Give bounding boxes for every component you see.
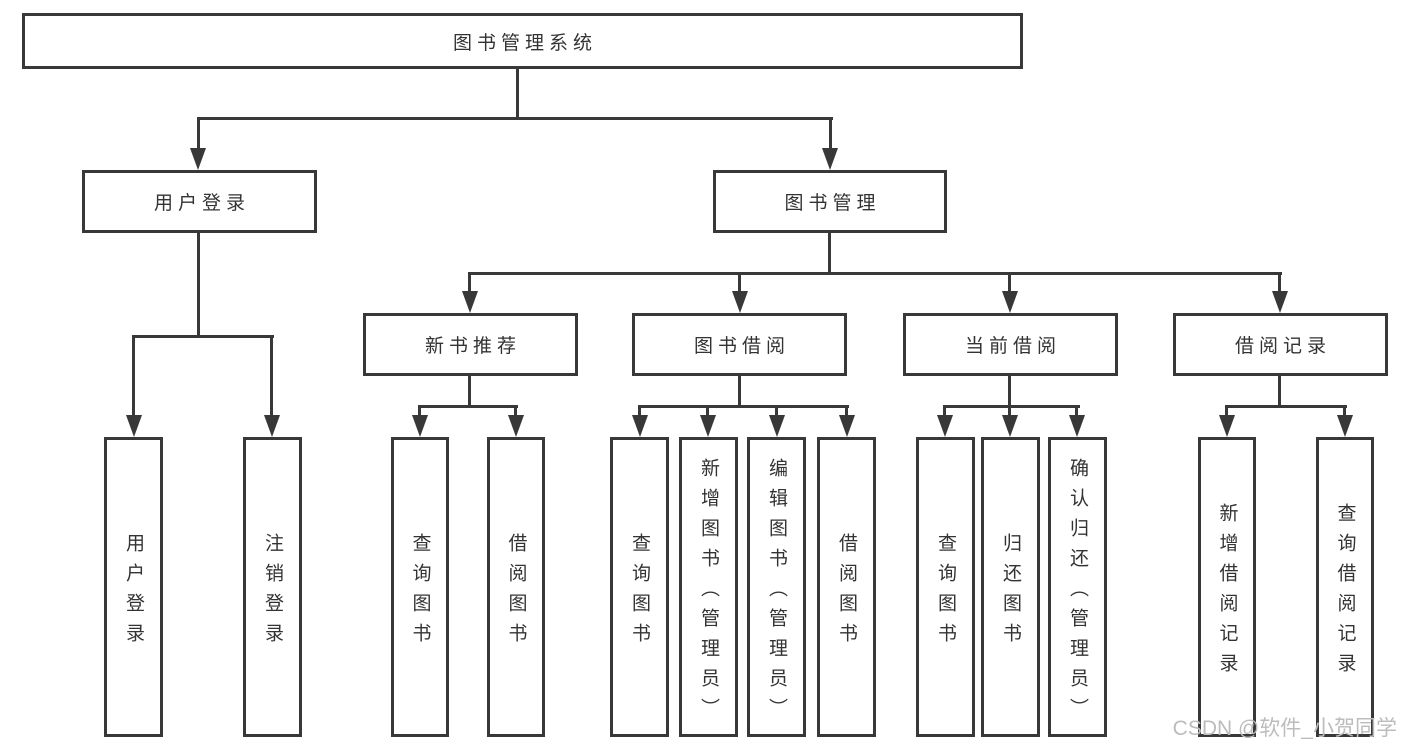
arrowhead-down xyxy=(462,291,478,313)
connector-user-login-rail xyxy=(133,335,274,338)
arrowhead-down xyxy=(937,415,953,437)
arrowhead-down xyxy=(264,415,280,437)
node-root-label: 图书管理系统 xyxy=(452,32,597,54)
connector-user-login-trunk xyxy=(197,233,200,338)
connector-borrow-record-stub-1 xyxy=(1225,405,1228,419)
arrowhead-down xyxy=(1272,291,1288,313)
connector-book-borrow-trunk xyxy=(738,376,741,408)
arrowhead-down xyxy=(1337,415,1353,437)
connector-book-borrow-rail xyxy=(638,405,849,408)
connector-book-mgmt-stub-3 xyxy=(1008,272,1011,294)
arrowhead-down xyxy=(1069,415,1085,437)
node-new-book-recommend: 新书推荐 xyxy=(363,313,578,376)
node-leaf-add-book-admin-label: 新增图书（管理员） xyxy=(698,457,719,728)
node-leaf-query-book-1: 查询图书 xyxy=(391,437,449,737)
connector-new-book-trunk xyxy=(468,376,471,408)
node-leaf-logout: 注销登录 xyxy=(243,437,302,737)
connector-book-borrow-stub-1 xyxy=(638,405,641,419)
node-leaf-edit-book-admin: 编辑图书（管理员） xyxy=(747,437,806,737)
node-leaf-confirm-return-admin-label: 确认归还（管理员） xyxy=(1067,457,1088,728)
node-leaf-confirm-return-admin: 确认归还（管理员） xyxy=(1048,437,1107,737)
node-leaf-query-book-2-label: 查询图书 xyxy=(629,532,650,653)
arrowhead-down xyxy=(839,415,855,437)
node-leaf-edit-book-admin-label: 编辑图书（管理员） xyxy=(766,457,787,728)
connector-book-mgmt-stub-1 xyxy=(468,272,471,294)
connector-user-login-stub-2 xyxy=(270,335,273,418)
connector-root-trunk xyxy=(516,69,519,120)
connector-book-mgmt-trunk xyxy=(828,233,831,275)
arrowhead-down xyxy=(1002,415,1018,437)
arrowhead-down xyxy=(1219,415,1235,437)
node-leaf-return-book-label: 归还图书 xyxy=(1000,532,1021,653)
node-leaf-query-borrow-record: 查询借阅记录 xyxy=(1316,437,1374,737)
node-leaf-query-book-3-label: 查询图书 xyxy=(935,532,956,653)
node-user-login-label: 用户登录 xyxy=(153,193,250,214)
node-leaf-add-borrow-record-label: 新增借阅记录 xyxy=(1216,502,1238,683)
connector-new-book-rail xyxy=(419,405,518,408)
csdn-watermark: CSDN @软件_小贺同学 xyxy=(1172,717,1397,740)
connector-book-borrow-stub-2 xyxy=(706,405,709,419)
connector-new-book-stub-2 xyxy=(514,405,517,419)
node-book-management: 图书管理 xyxy=(713,170,947,233)
arrowhead-down xyxy=(508,415,524,437)
node-leaf-query-book-1-label: 查询图书 xyxy=(409,532,431,653)
connector-current-borrow-stub-3 xyxy=(1075,405,1078,419)
connector-book-borrow-stub-3 xyxy=(775,405,778,419)
node-current-borrow-label: 当前借阅 xyxy=(964,336,1061,357)
node-leaf-borrow-book-1: 借阅图书 xyxy=(487,437,545,737)
arrowhead-down xyxy=(632,415,648,437)
node-leaf-user-login-label: 用户登录 xyxy=(123,532,144,653)
node-leaf-query-book-3: 查询图书 xyxy=(916,437,975,737)
arrowhead-down xyxy=(700,415,716,437)
node-leaf-borrow-book-2-label: 借阅图书 xyxy=(836,532,857,653)
connector-root-stub-left xyxy=(197,117,200,151)
arrowhead-down xyxy=(822,148,838,170)
node-leaf-borrow-book-1-label: 借阅图书 xyxy=(505,532,527,653)
connector-borrow-record-stub-2 xyxy=(1343,405,1346,419)
arrowhead-down xyxy=(190,148,206,170)
arrowhead-down xyxy=(126,415,142,437)
arrowhead-down xyxy=(732,291,748,313)
node-book-borrow-label: 图书借阅 xyxy=(693,336,790,357)
node-book-management-label: 图书管理 xyxy=(784,193,881,214)
connector-borrow-record-trunk xyxy=(1278,376,1281,408)
node-book-borrow: 图书借阅 xyxy=(632,313,847,376)
node-user-login: 用户登录 xyxy=(82,170,317,233)
node-root: 图书管理系统 xyxy=(22,13,1023,69)
connector-new-book-stub-1 xyxy=(418,405,421,419)
arrowhead-down xyxy=(769,415,785,437)
arrowhead-down xyxy=(1002,291,1018,313)
node-new-book-recommend-label: 新书推荐 xyxy=(424,336,521,357)
connector-book-borrow-stub-4 xyxy=(845,405,848,419)
connector-current-borrow-stub-2 xyxy=(1008,405,1011,419)
connector-current-borrow-rail xyxy=(943,405,1080,408)
node-borrow-record: 借阅记录 xyxy=(1173,313,1388,376)
connector-book-mgmt-rail xyxy=(468,272,1282,275)
node-leaf-user-login: 用户登录 xyxy=(104,437,163,737)
connector-user-login-stub-1 xyxy=(132,335,135,418)
connector-current-borrow-stub-1 xyxy=(943,405,946,419)
node-leaf-borrow-book-2: 借阅图书 xyxy=(817,437,876,737)
connector-borrow-record-rail xyxy=(1225,405,1347,408)
node-leaf-query-book-2: 查询图书 xyxy=(610,437,669,737)
node-borrow-record-label: 借阅记录 xyxy=(1234,336,1331,357)
connector-book-mgmt-stub-2 xyxy=(738,272,741,294)
arrowhead-down xyxy=(412,415,428,437)
connector-root-rail xyxy=(197,117,833,120)
node-leaf-add-book-admin: 新增图书（管理员） xyxy=(679,437,738,737)
connector-root-stub-right xyxy=(829,117,832,151)
node-leaf-logout-label: 注销登录 xyxy=(262,532,283,653)
node-leaf-query-borrow-record-label: 查询借阅记录 xyxy=(1334,502,1356,683)
connector-book-mgmt-stub-4 xyxy=(1278,272,1281,294)
connector-current-borrow-trunk xyxy=(1008,376,1011,408)
node-leaf-add-borrow-record: 新增借阅记录 xyxy=(1198,437,1256,737)
node-leaf-return-book: 归还图书 xyxy=(981,437,1040,737)
node-current-borrow: 当前借阅 xyxy=(903,313,1118,376)
